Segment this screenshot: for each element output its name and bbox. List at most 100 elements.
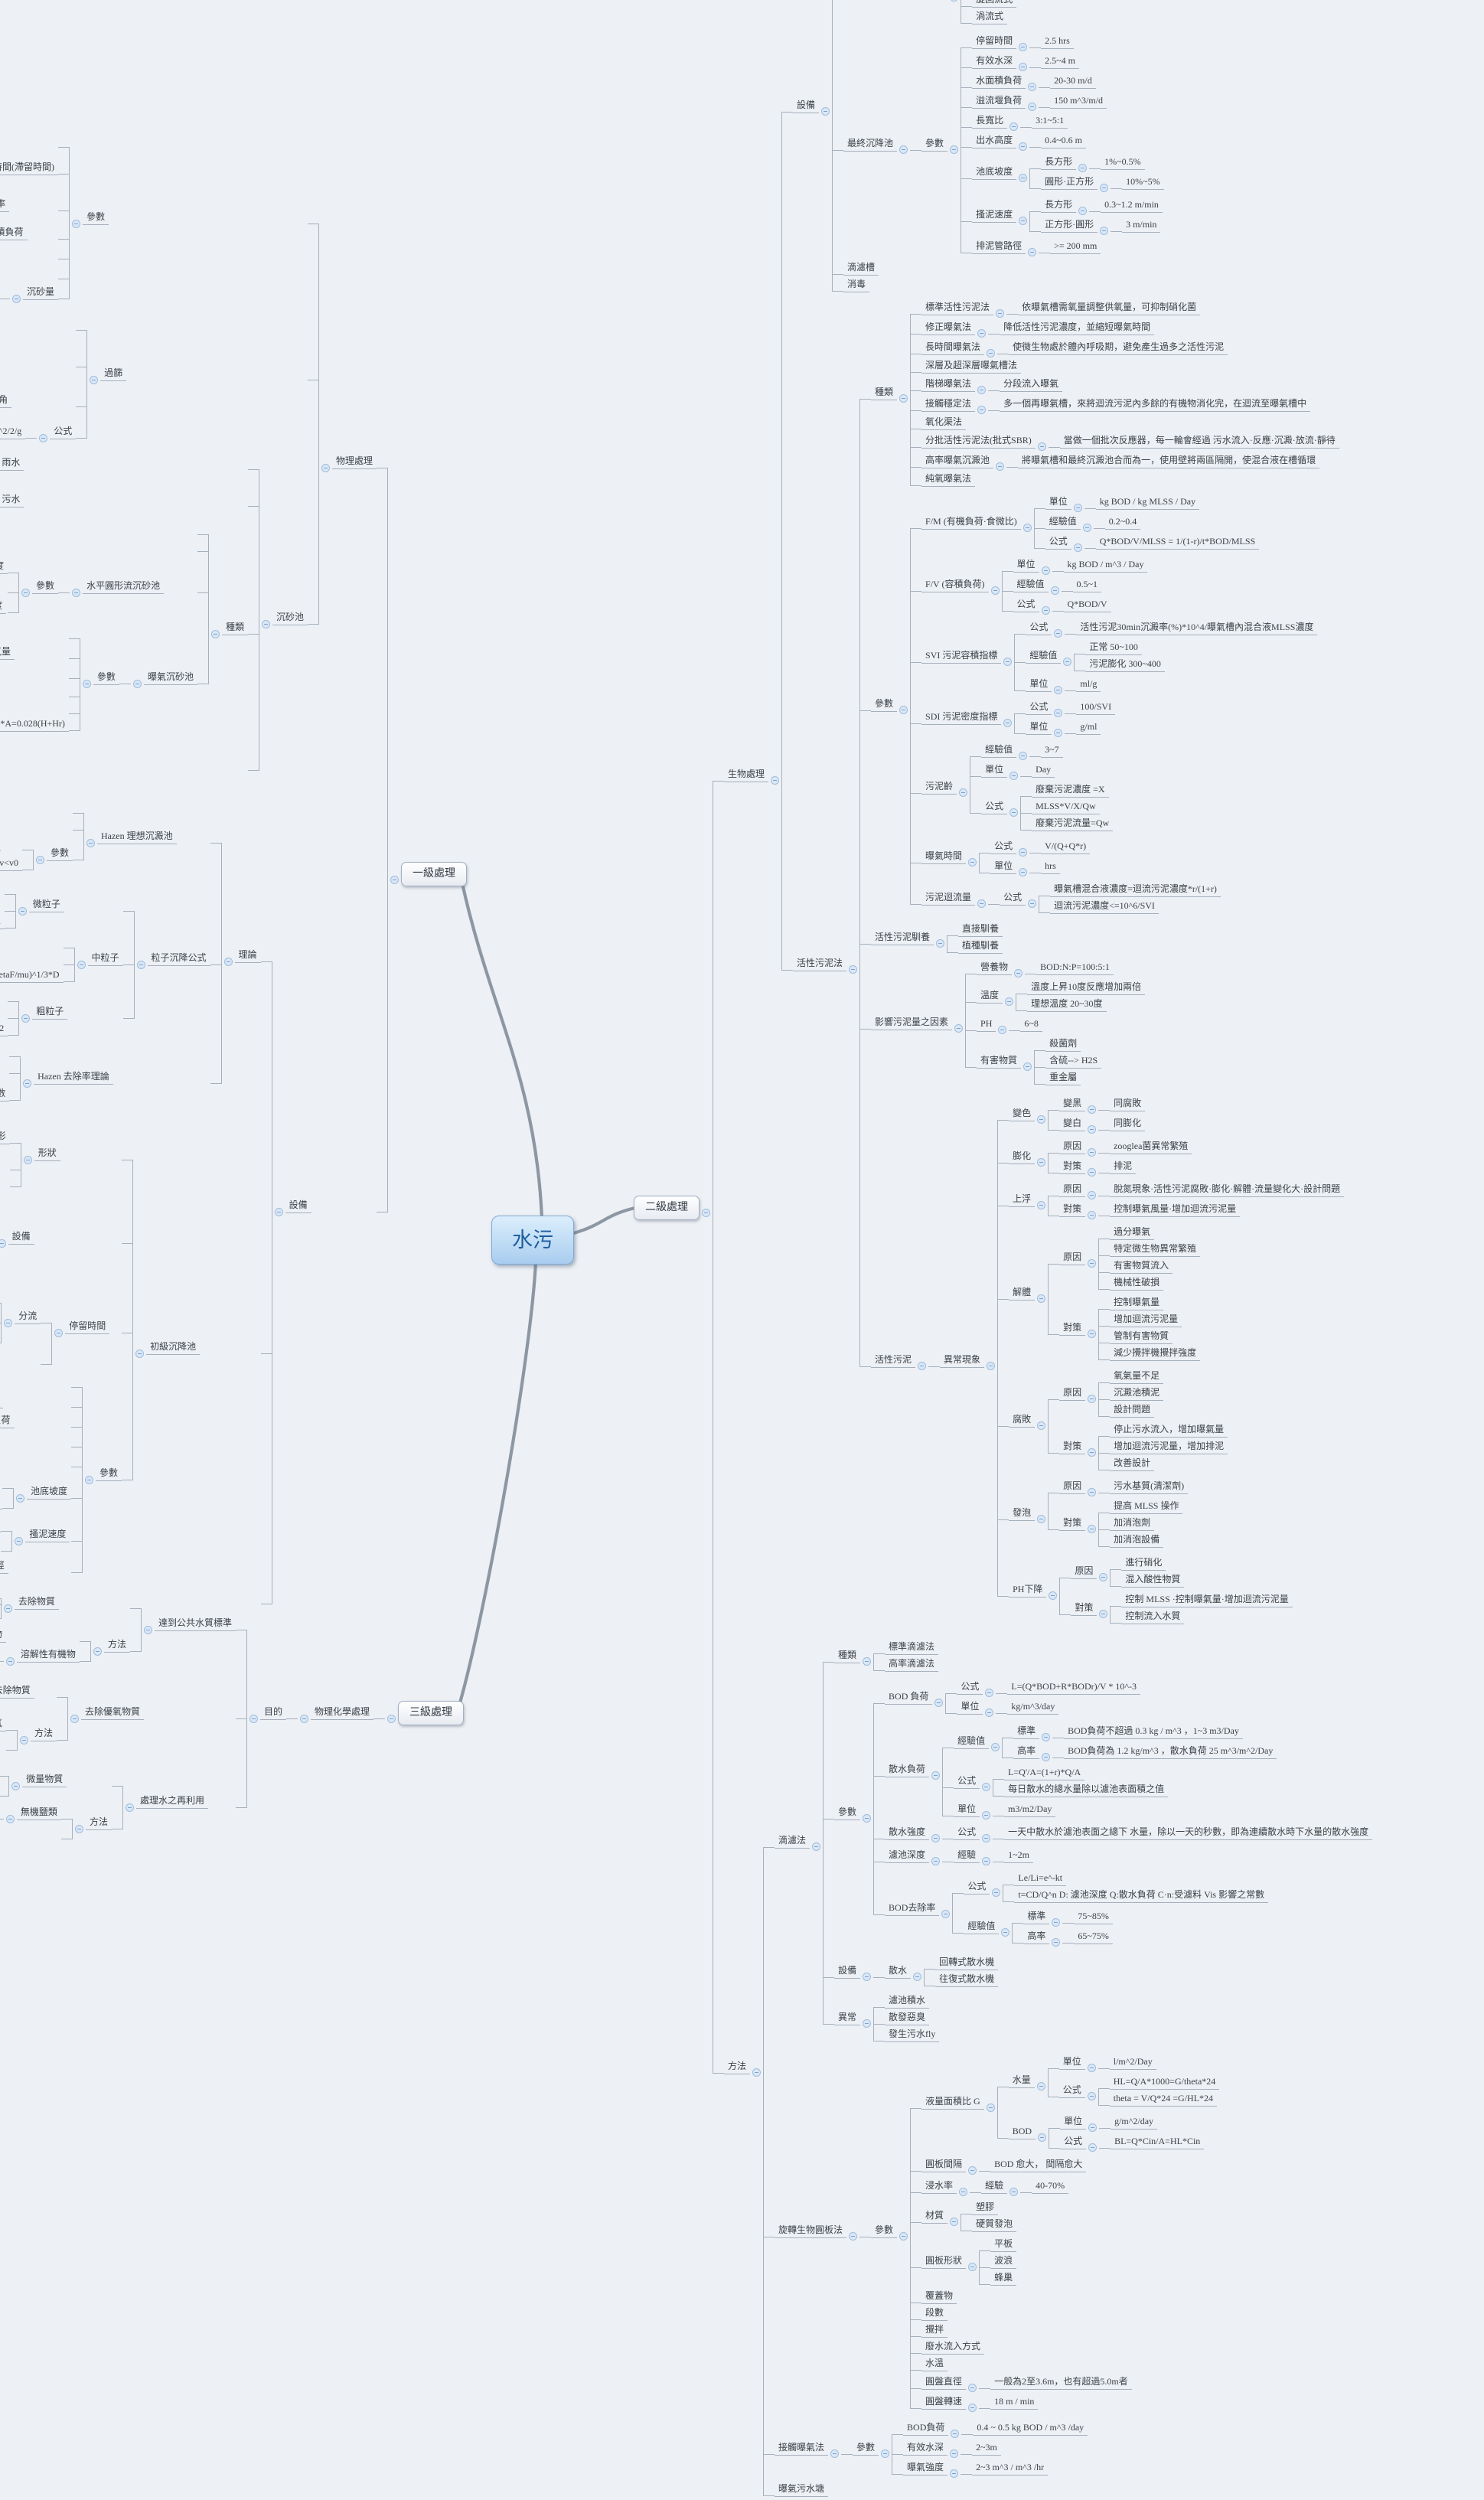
node-label[interactable]: 水平圓形流沉砂池 xyxy=(83,580,165,594)
collapse-icon[interactable] xyxy=(899,706,908,714)
node-label[interactable]: 沉降效率 xyxy=(0,198,10,212)
collapse-icon[interactable] xyxy=(899,145,908,154)
collapse-icon[interactable] xyxy=(1037,1515,1046,1523)
node-label[interactable]: 殺菌劑 xyxy=(1045,1038,1081,1052)
node-label[interactable]: 0.2~0.4 xyxy=(1104,516,1141,530)
node-label[interactable]: 經驗值 xyxy=(1026,650,1062,664)
collapse-icon[interactable] xyxy=(985,1689,994,1697)
node-label[interactable]: 排泥管路徑 xyxy=(0,1560,8,1574)
collapse-icon[interactable] xyxy=(1019,43,1028,51)
node-label[interactable]: kg BOD / m^3 / Day xyxy=(1063,559,1148,573)
node-label[interactable]: 單位 xyxy=(1045,496,1071,510)
node-label[interactable]: 旋轉生物圓板法 xyxy=(775,2224,847,2238)
node-label[interactable]: 氮 xyxy=(0,1718,6,1731)
node-label[interactable]: ml/g xyxy=(1076,678,1101,692)
node-label[interactable]: 平板 xyxy=(990,2238,1017,2252)
node-label[interactable]: L=(Q*BOD+R*BODr)/V * 10^-3 xyxy=(1007,1681,1141,1695)
node-label[interactable]: kg BOD / kg MLSS / Day xyxy=(1095,496,1200,510)
node-label[interactable]: 異常現象 xyxy=(940,1354,985,1368)
node-label[interactable]: 高率 xyxy=(1013,1745,1040,1759)
node-label[interactable]: 單位 xyxy=(990,860,1017,874)
collapse-icon[interactable] xyxy=(1028,83,1037,91)
node-label[interactable]: 參數 xyxy=(921,138,948,152)
node-label[interactable]: 滴濾法 xyxy=(775,1835,810,1849)
node-label[interactable]: 原因 xyxy=(1059,1252,1086,1265)
node-label[interactable]: 0.4 ~ 0.5 kg BOD / m^3 /day xyxy=(973,2422,1088,2436)
node-label[interactable]: 變白 xyxy=(1059,1118,1086,1131)
node-label[interactable]: 標準 xyxy=(1023,1911,1050,1924)
node-label[interactable]: 廢棄污泥流量=Qw xyxy=(1032,818,1114,831)
collapse-icon[interactable] xyxy=(85,1475,94,1484)
node-label[interactable]: 污泥膨化 300~400 xyxy=(1085,658,1165,672)
collapse-icon[interactable] xyxy=(812,1842,821,1851)
node-label[interactable]: 參數 xyxy=(871,698,898,712)
node-label[interactable]: 高率滴濾法 xyxy=(885,1658,939,1672)
collapse-icon[interactable] xyxy=(387,1714,396,1723)
node-label[interactable]: 公式 xyxy=(954,1775,980,1789)
node-label[interactable]: 塑膠 xyxy=(972,2201,999,2215)
collapse-icon[interactable] xyxy=(1041,566,1050,575)
node-label[interactable]: 單位 xyxy=(1026,678,1052,692)
node-label[interactable]: 2~3 m^3 / m^3 /hr xyxy=(972,2462,1049,2476)
node-label[interactable]: 流入速度 xyxy=(0,560,8,574)
node-label[interactable]: 公式 xyxy=(1026,622,1052,635)
node-label[interactable]: L=Q'/A=(1+r)*Q/A xyxy=(1004,1767,1085,1780)
node-label[interactable]: 接觸穩定法 xyxy=(921,398,976,412)
collapse-icon[interactable] xyxy=(1041,606,1050,615)
node-label[interactable]: 生物處理 xyxy=(724,769,769,782)
node-label[interactable]: 原因 xyxy=(1059,1183,1086,1197)
collapse-icon[interactable] xyxy=(1037,1158,1046,1167)
collapse-icon[interactable] xyxy=(998,1026,1007,1034)
node-label[interactable]: 將曝氣槽和最終沉澱池合而為一，使用壁將兩區隔開，使混合液在槽循環 xyxy=(1018,455,1320,468)
collapse-icon[interactable] xyxy=(72,219,81,228)
node-label[interactable]: BOD負荷 xyxy=(903,2422,949,2436)
collapse-icon[interactable] xyxy=(1009,2188,1019,2196)
node-label[interactable]: 溫度上昇10度反應增加兩倍 xyxy=(1027,981,1146,995)
node-label[interactable]: 水面積負荷 xyxy=(0,1395,4,1408)
collapse-icon[interactable] xyxy=(954,1024,964,1033)
node-label[interactable]: 公式 xyxy=(981,801,1008,814)
collapse-icon[interactable] xyxy=(1078,164,1088,172)
node-label[interactable]: 參數 xyxy=(32,580,59,594)
node-label[interactable]: 處理水之再利用 xyxy=(135,1795,208,1809)
node-label[interactable]: 最終沉降池 xyxy=(843,138,898,152)
node-label[interactable]: 參數 xyxy=(871,2224,898,2238)
node-label[interactable]: 變黑 xyxy=(1059,1098,1086,1111)
node-label[interactable]: 氧化渠法 xyxy=(921,416,967,430)
node-label[interactable]: 污水基質(清潔劑) xyxy=(1110,1480,1189,1494)
node-label[interactable]: 圓盤直徑 xyxy=(921,2376,967,2390)
node-label[interactable]: 去除物質 xyxy=(0,1685,34,1699)
collapse-icon[interactable] xyxy=(977,899,987,908)
node-label[interactable]: 材質 xyxy=(921,2210,948,2224)
node-label[interactable]: 散發惡臭 xyxy=(885,2012,930,2025)
node-label[interactable]: 初級沉降池 xyxy=(146,1341,201,1355)
node-label[interactable]: 面積負荷 xyxy=(0,227,28,240)
collapse-icon[interactable] xyxy=(849,965,858,974)
node-label[interactable]: 經驗值 xyxy=(954,1735,990,1749)
node-label[interactable]: 停留時間 xyxy=(65,1320,110,1334)
node-label[interactable]: 含硫--> H2S xyxy=(1045,1055,1102,1069)
collapse-icon[interactable] xyxy=(1088,1395,1097,1403)
node-label[interactable]: 使微生物處於體內呼吸期，避免產生過多之活性污泥 xyxy=(1009,341,1228,355)
node-label[interactable]: 沉砂量 xyxy=(23,286,59,300)
node-label[interactable]: 18 m / min xyxy=(990,2396,1039,2410)
collapse-icon[interactable] xyxy=(1100,184,1109,192)
collapse-icon[interactable] xyxy=(135,1349,145,1358)
node-label[interactable]: 圓形·正方形 xyxy=(1041,176,1098,190)
node-label[interactable]: 公式 xyxy=(1026,701,1052,715)
node-label[interactable]: 重金屬 xyxy=(1045,1072,1081,1085)
node-label[interactable]: 散水負荷 xyxy=(885,1764,930,1777)
node-label[interactable]: 0.3~1.2 m/min xyxy=(1101,199,1163,213)
collapse-icon[interactable] xyxy=(1036,2082,1045,2090)
node-label[interactable]: 有效水深 xyxy=(972,55,1017,69)
node-label[interactable]: 粗粒子 xyxy=(32,1006,68,1020)
collapse-icon[interactable] xyxy=(1088,1125,1097,1134)
node-label[interactable]: 控制流入水質 xyxy=(1121,1611,1185,1624)
node-label[interactable]: BOD 負荷 xyxy=(885,1691,933,1705)
node-label[interactable]: SVI 污泥容積指標 xyxy=(921,650,1002,664)
collapse-icon[interactable] xyxy=(1037,1421,1046,1430)
node-label[interactable]: V/(Q+Q*r) xyxy=(1041,840,1091,854)
node-label[interactable]: 傾角 xyxy=(0,394,12,408)
collapse-icon[interactable] xyxy=(70,1714,79,1723)
collapse-icon[interactable] xyxy=(143,1625,152,1634)
